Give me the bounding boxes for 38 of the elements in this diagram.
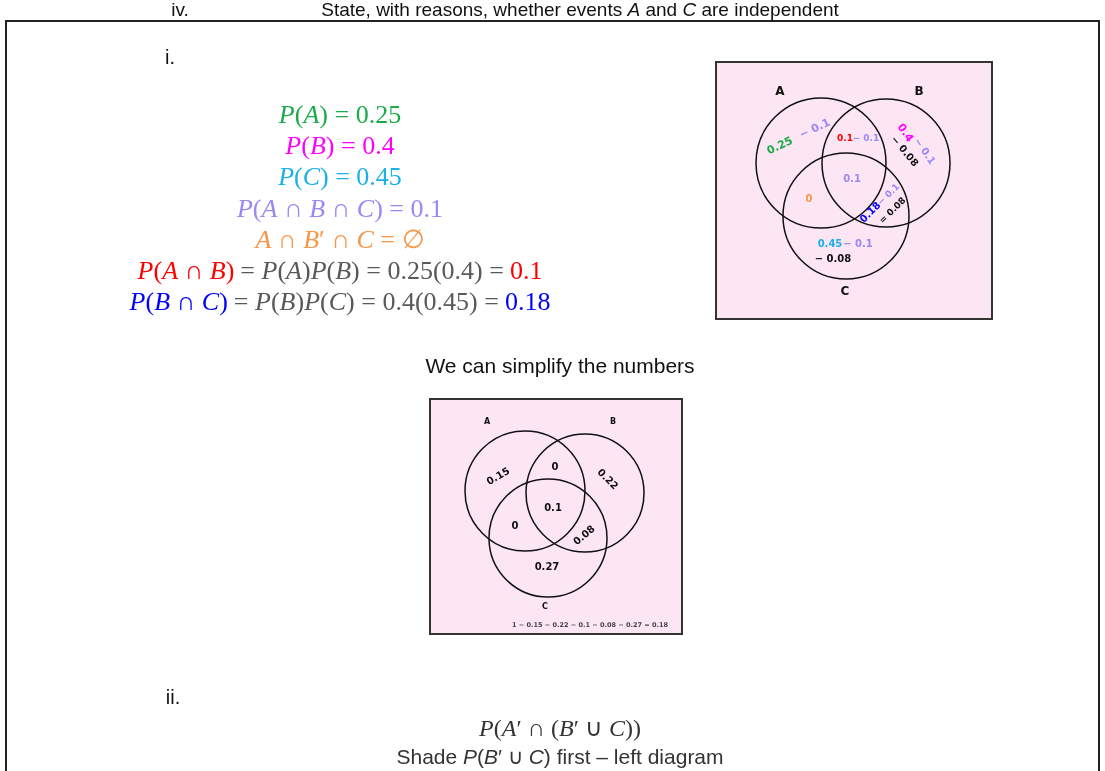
set-label: A <box>775 85 785 99</box>
equation-part: P(B ∩ C) <box>129 287 228 317</box>
equation: P(B) = 0.4 <box>285 131 395 161</box>
set-label: B <box>914 85 924 99</box>
instruction-text: Shade P(B′ ∪ C) first – left diagram <box>396 745 724 769</box>
question-text: State, with reasons, whether events A and C are independent <box>321 0 839 21</box>
region-value: 0.45 <box>817 237 843 249</box>
region-value: 0.27 <box>534 560 560 572</box>
item-label: ii. <box>165 686 181 708</box>
set-label: C <box>542 602 548 612</box>
equation-part: P(A ∩ B) <box>137 256 235 286</box>
item-label: i. <box>165 46 175 68</box>
region-value: 0.1 <box>843 172 861 184</box>
region-value: − 0.1 <box>852 134 880 144</box>
region-value: 0.25 <box>765 134 795 158</box>
sentence: We can simplify the numbers <box>425 354 695 378</box>
equation-part: = P(B)P(C) = 0.4(0.45) = <box>233 287 499 317</box>
equation: P(C) = 0.45 <box>278 162 402 192</box>
item-label: iv. <box>171 0 189 21</box>
region-value: 0 <box>805 192 813 204</box>
region-value: 0 <box>511 519 519 531</box>
region-value: 0.1 <box>544 501 562 513</box>
region-value: − 0.08 <box>814 252 852 264</box>
set-label: C <box>840 285 850 299</box>
region-value: − 0.1 <box>797 116 833 142</box>
region-value: − 0.1 <box>843 237 873 249</box>
expression: P(A′ ∩ (B′ ∪ C)) <box>479 714 641 742</box>
equation-part: 0.18 <box>504 287 551 317</box>
set-label: B <box>609 417 617 427</box>
equation-part: = P(A)P(B) = 0.25(0.4) = <box>240 256 504 286</box>
region-value: 0 <box>551 460 559 472</box>
region-value: 0.1 <box>837 134 853 144</box>
equation-part: 0.1 <box>509 256 543 286</box>
equation: A ∩ B′ ∩ C = ∅ <box>255 225 425 255</box>
region-value: 0.15 <box>484 465 512 487</box>
set-label: A <box>483 417 491 427</box>
equation: P(A ∩ B ∩ C) = 0.1 <box>236 194 444 224</box>
equation: P(A) = 0.25 <box>278 100 402 130</box>
